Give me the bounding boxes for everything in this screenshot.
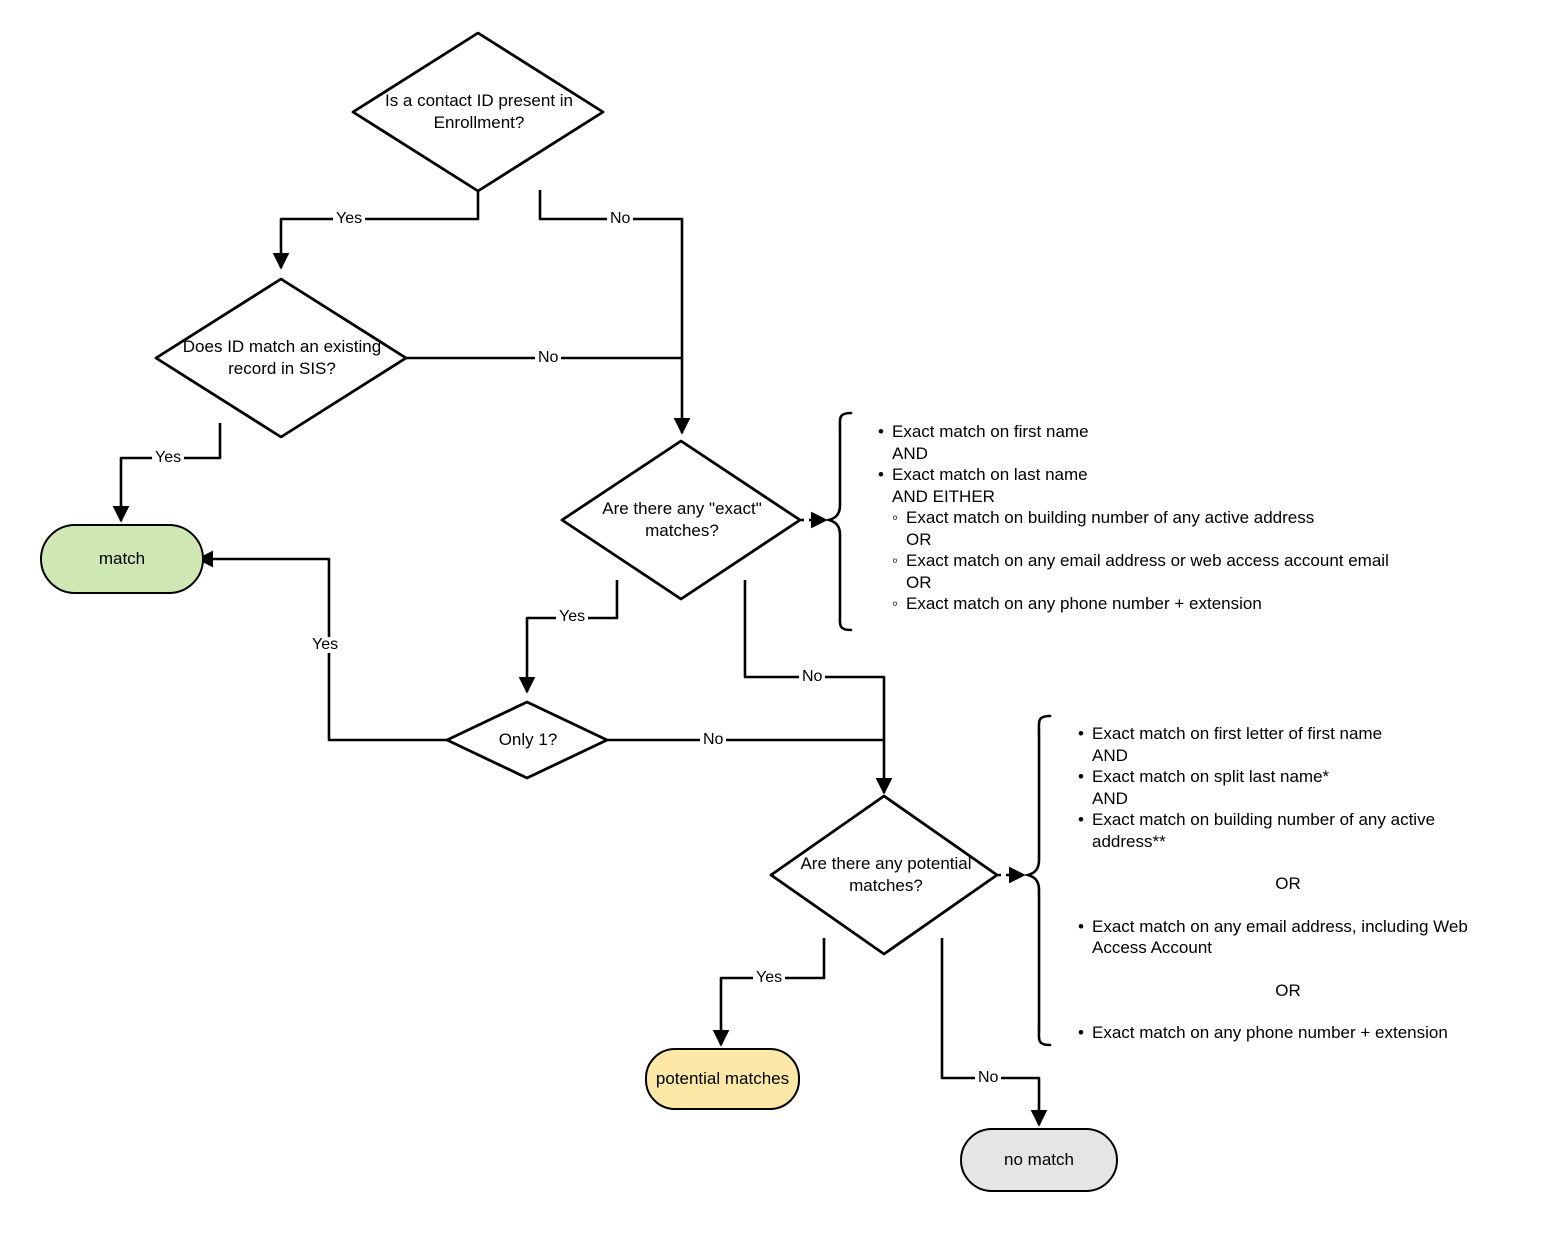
terminal-match[interactable]: match <box>40 524 204 594</box>
note-line: Exact match on split last name* <box>1078 766 1498 788</box>
decision-q4-shape <box>445 700 609 780</box>
decision-q1-shape <box>351 31 605 193</box>
terminal-potential-matches-label: potential matches <box>655 1069 790 1088</box>
edge-q2-yes <box>112 423 222 523</box>
notes-potential-matches: Exact match on first letter of first nam… <box>1078 723 1498 1044</box>
note-line: AND EITHER <box>892 486 995 506</box>
brace-exact-matches <box>824 411 853 632</box>
edge-label-q1-yes: Yes <box>333 211 366 227</box>
decision-q2-shape <box>154 277 408 439</box>
note-line: AND <box>1092 788 1128 808</box>
edge-label-q5-no: No <box>975 1070 1002 1086</box>
edge-label-q4-no: No <box>700 732 727 748</box>
brace-potential-matches <box>1023 714 1052 1047</box>
edge-label-q1-no: No <box>607 211 634 227</box>
terminal-match-label: match <box>98 549 146 568</box>
notes-exact-matches-list: Exact match on first name AND Exact matc… <box>878 421 1458 615</box>
note-line: Exact match on first letter of first nam… <box>1078 723 1498 745</box>
note-spacer <box>1078 852 1498 873</box>
note-line: Exact match on building number of any ac… <box>1078 809 1498 852</box>
terminal-potential-matches[interactable]: potential matches <box>645 1048 800 1110</box>
edge-label-q2-no: No <box>535 350 562 366</box>
note-line: Exact match on last name <box>878 464 1458 486</box>
edge-q5-no <box>940 938 1048 1127</box>
note-line: AND <box>1092 745 1128 765</box>
note-spacer <box>1078 895 1498 916</box>
note-line: OR <box>1275 980 1301 1000</box>
edge-label-q5-yes: Yes <box>753 970 786 986</box>
note-spacer <box>1078 959 1498 980</box>
edge-label-q3-yes: Yes <box>556 609 589 625</box>
notes-exact-matches: Exact match on first name AND Exact matc… <box>878 421 1458 615</box>
note-line: OR <box>1275 874 1301 893</box>
edge-q3-no <box>743 580 893 795</box>
edge-label-q4-yes: Yes <box>309 637 342 653</box>
note-spacer <box>1078 1001 1498 1022</box>
note-line: Exact match on any email address, includ… <box>1078 916 1498 959</box>
decision-q3-shape <box>560 439 802 601</box>
decision-q5-shape <box>769 794 999 956</box>
terminal-no-match-label: no match <box>1004 1150 1074 1169</box>
edge-q5-yes <box>712 938 826 1047</box>
note-line: Exact match on any email address or web … <box>878 550 1458 572</box>
note-line: OR <box>906 572 932 592</box>
note-line: Exact match on any phone number + extens… <box>878 593 1458 615</box>
note-line: Exact match on building number of any ac… <box>878 507 1458 529</box>
terminal-no-match[interactable]: no match <box>960 1128 1118 1192</box>
note-line: Exact match on any phone number + extens… <box>1078 1022 1498 1044</box>
edge-label-q2-yes: Yes <box>152 450 185 466</box>
edge-q3-yes <box>518 580 619 694</box>
edge-q1-yes <box>272 190 480 270</box>
note-line: AND <box>892 443 928 463</box>
edge-label-q3-no: No <box>799 669 826 685</box>
note-line: OR <box>906 529 932 549</box>
note-line: Exact match on first name <box>878 421 1458 443</box>
notes-potential-matches-list: Exact match on first letter of first nam… <box>1078 723 1498 1044</box>
